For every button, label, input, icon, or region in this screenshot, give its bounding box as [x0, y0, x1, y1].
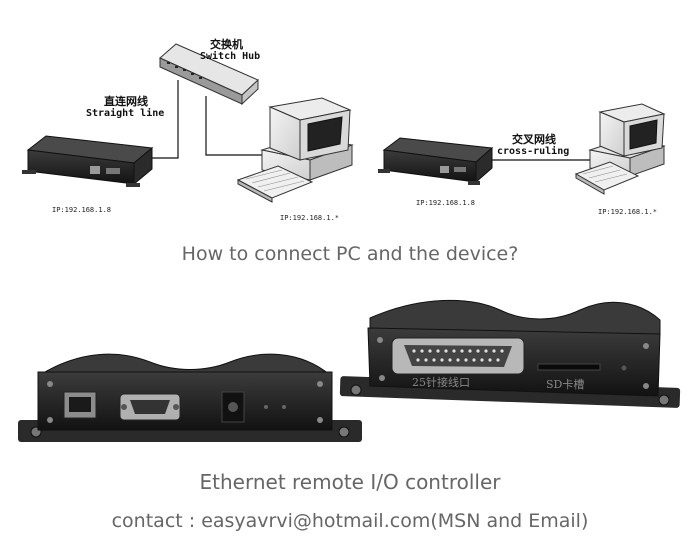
straight-cable — [148, 80, 268, 159]
switch-hub — [159, 43, 259, 106]
device-left-ip: IP:192.168.1.8 — [52, 206, 112, 214]
device-left — [22, 135, 154, 187]
switch-label-en: Switch Hub — [200, 51, 261, 62]
straight-line-label-cn: 直连网线 — [104, 95, 148, 108]
pc-left — [236, 97, 354, 203]
pc-left-ip: IP:192.168.1.* — [280, 214, 340, 222]
contact-caption: contact : easyavrvi@hotmail.com(MSN and … — [111, 510, 589, 532]
pc-right-ip: IP:192.168.1.* — [598, 208, 658, 216]
connection-question: How to connect PC and the device? — [181, 243, 519, 265]
device-photo-front — [18, 353, 362, 442]
device-right-ip: IP:192.168.1.8 — [416, 199, 476, 207]
device-right — [378, 137, 494, 185]
sd-slot-label: SD卡槽 — [546, 378, 585, 391]
port-25pin-label: 25针接线口 — [412, 376, 470, 389]
product-caption: Ethernet remote I/O controller — [199, 470, 501, 494]
pc-right — [574, 103, 666, 195]
device-photo-rear — [339, 299, 681, 408]
cross-line-label-cn: 交叉网线 — [512, 133, 556, 146]
switch-label-cn: 交换机 — [210, 38, 243, 51]
straight-line-label-en: Straight line — [86, 108, 165, 119]
cross-line-label-en: cross-ruling — [497, 146, 570, 157]
